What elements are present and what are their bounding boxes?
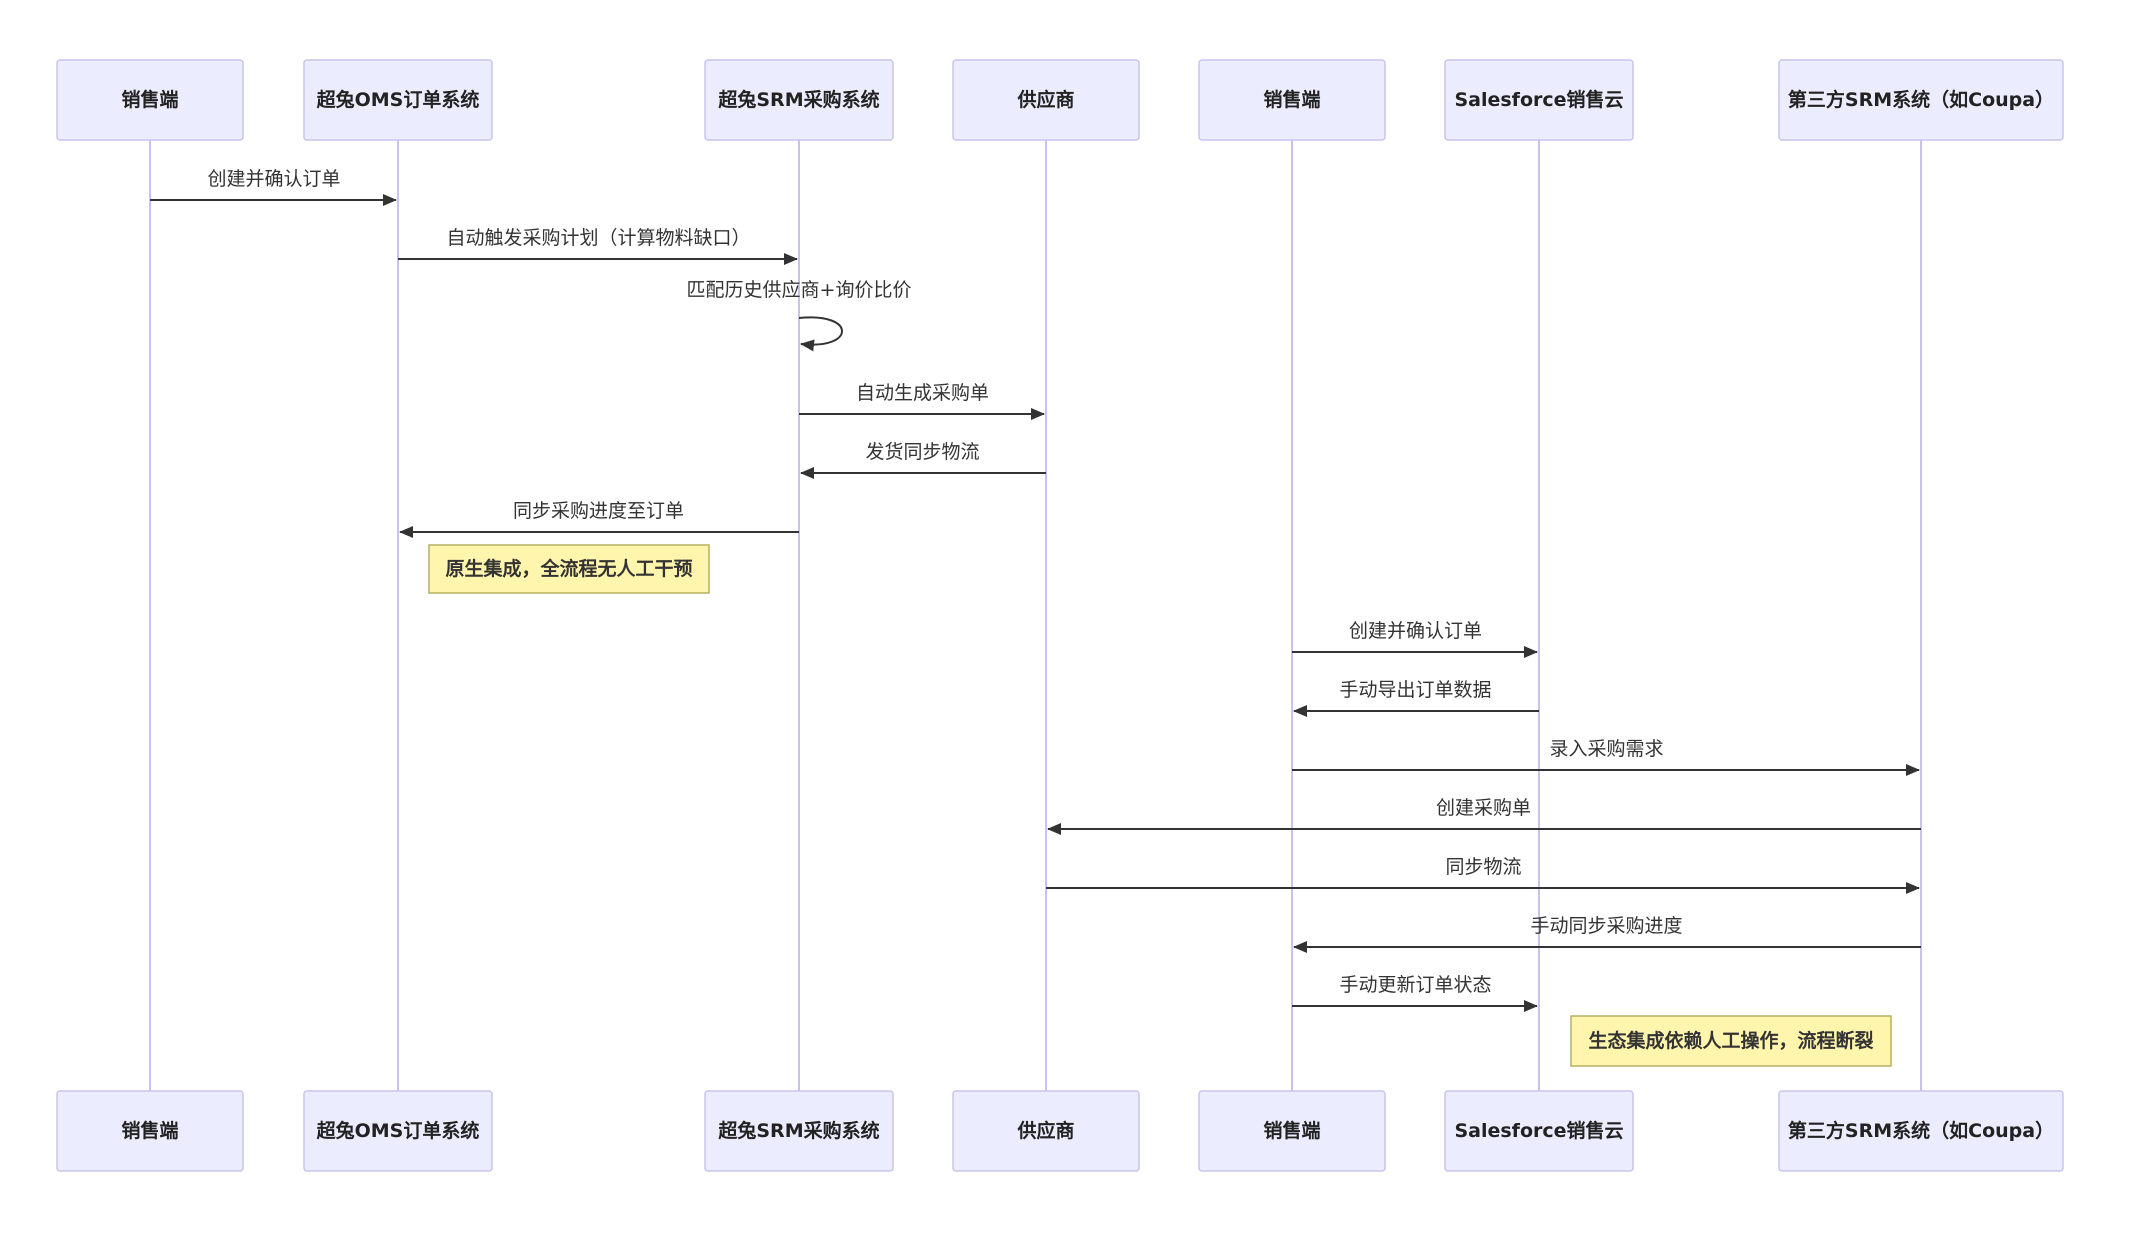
note-box	[1570, 1015, 1892, 1067]
participant-label: 第三方SRM系统（如Coupa）	[1788, 88, 2054, 111]
participant-label: 超兔SRM采购系统	[717, 1119, 879, 1142]
message-label: 自动触发采购计划（计算物料缺口）	[446, 227, 750, 249]
message-label: 创建并确认订单	[207, 168, 340, 190]
participant-top-6: 第三方SRM系统（如Coupa）	[1778, 59, 2064, 141]
participant-box	[1778, 59, 2064, 141]
message-label: 匹配历史供应商+询价比价	[687, 279, 912, 301]
note-box	[428, 544, 710, 594]
participant-label: 销售端	[1263, 1119, 1320, 1142]
participant-box	[704, 59, 894, 141]
message-12: 手动更新订单状态	[1292, 974, 1538, 1012]
note-text: 原生集成，全流程无人工干预	[445, 557, 692, 580]
participant-label: 供应商	[1016, 88, 1074, 111]
message-label: 手动同步采购进度	[1530, 915, 1682, 937]
message-7: 手动导出订单数据	[1293, 679, 1539, 717]
participant-top-3: 供应商	[952, 59, 1140, 141]
message-label: 发货同步物流	[865, 441, 979, 463]
participant-box	[704, 1090, 894, 1172]
participant-top-0: 销售端	[56, 59, 244, 141]
message-0: 创建并确认订单	[150, 168, 397, 206]
participant-label: Salesforce销售云	[1454, 88, 1623, 111]
message-10: 同步物流	[1046, 856, 1920, 894]
participant-label: 超兔OMS订单系统	[316, 88, 480, 111]
participant-box	[56, 59, 244, 141]
participant-box	[303, 1090, 493, 1172]
message-8: 录入采购需求	[1292, 738, 1920, 776]
participant-box	[952, 1090, 1140, 1172]
participant-box	[1444, 1090, 1634, 1172]
participant-bottom-3: 供应商	[952, 1090, 1140, 1172]
participant-bottom-0: 销售端	[56, 1090, 244, 1172]
self-message-arrow	[798, 316, 843, 352]
message-label: 创建并确认订单	[1349, 620, 1482, 642]
note-1: 生态集成依赖人工操作，流程断裂	[1570, 1015, 1892, 1067]
participant-label: 超兔SRM采购系统	[717, 88, 879, 111]
message-label: 自动生成采购单	[856, 382, 989, 404]
participant-box	[1778, 1090, 2064, 1172]
participant-box	[1198, 1090, 1386, 1172]
message-11: 手动同步采购进度	[1293, 915, 1921, 953]
participant-label: 第三方SRM系统（如Coupa）	[1788, 1119, 2054, 1142]
note-0: 原生集成，全流程无人工干预	[428, 544, 710, 594]
participant-box	[952, 59, 1140, 141]
participant-label: 销售端	[1263, 88, 1320, 111]
message-5: 同步采购进度至订单	[399, 500, 799, 538]
participant-box	[1198, 59, 1386, 141]
participant-bottom-4: 销售端	[1198, 1090, 1386, 1172]
participant-bottom-6: 第三方SRM系统（如Coupa）	[1778, 1090, 2064, 1172]
message-2: 匹配历史供应商+询价比价	[687, 279, 912, 352]
message-label: 创建采购单	[1436, 797, 1531, 819]
participant-bottom-5: Salesforce销售云	[1444, 1090, 1634, 1172]
message-6: 创建并确认订单	[1292, 620, 1538, 658]
message-label: 同步物流	[1445, 856, 1521, 878]
participant-box	[1444, 59, 1634, 141]
participant-label: 销售端	[121, 1119, 178, 1142]
participant-top-1: 超兔OMS订单系统	[303, 59, 493, 141]
message-9: 创建采购单	[1047, 797, 1921, 835]
participant-bottom-2: 超兔SRM采购系统	[704, 1090, 894, 1172]
message-label: 同步采购进度至订单	[513, 500, 684, 522]
participant-label: 供应商	[1016, 1119, 1074, 1142]
message-label: 手动导出订单数据	[1339, 679, 1491, 701]
participant-box	[56, 1090, 244, 1172]
message-1: 自动触发采购计划（计算物料缺口）	[398, 227, 798, 265]
participant-label: 销售端	[121, 88, 178, 111]
message-3: 自动生成采购单	[799, 382, 1045, 420]
message-label: 录入采购需求	[1549, 738, 1663, 760]
participant-top-5: Salesforce销售云	[1444, 59, 1634, 141]
participant-label: 超兔OMS订单系统	[316, 1119, 480, 1142]
participant-box	[303, 59, 493, 141]
note-text: 生态集成依赖人工操作，流程断裂	[1588, 1029, 1873, 1052]
participant-bottom-1: 超兔OMS订单系统	[303, 1090, 493, 1172]
message-4: 发货同步物流	[800, 441, 1046, 479]
participant-top-4: 销售端	[1198, 59, 1386, 141]
participant-top-2: 超兔SRM采购系统	[704, 59, 894, 141]
message-label: 手动更新订单状态	[1339, 974, 1491, 996]
participant-label: Salesforce销售云	[1454, 1119, 1623, 1142]
